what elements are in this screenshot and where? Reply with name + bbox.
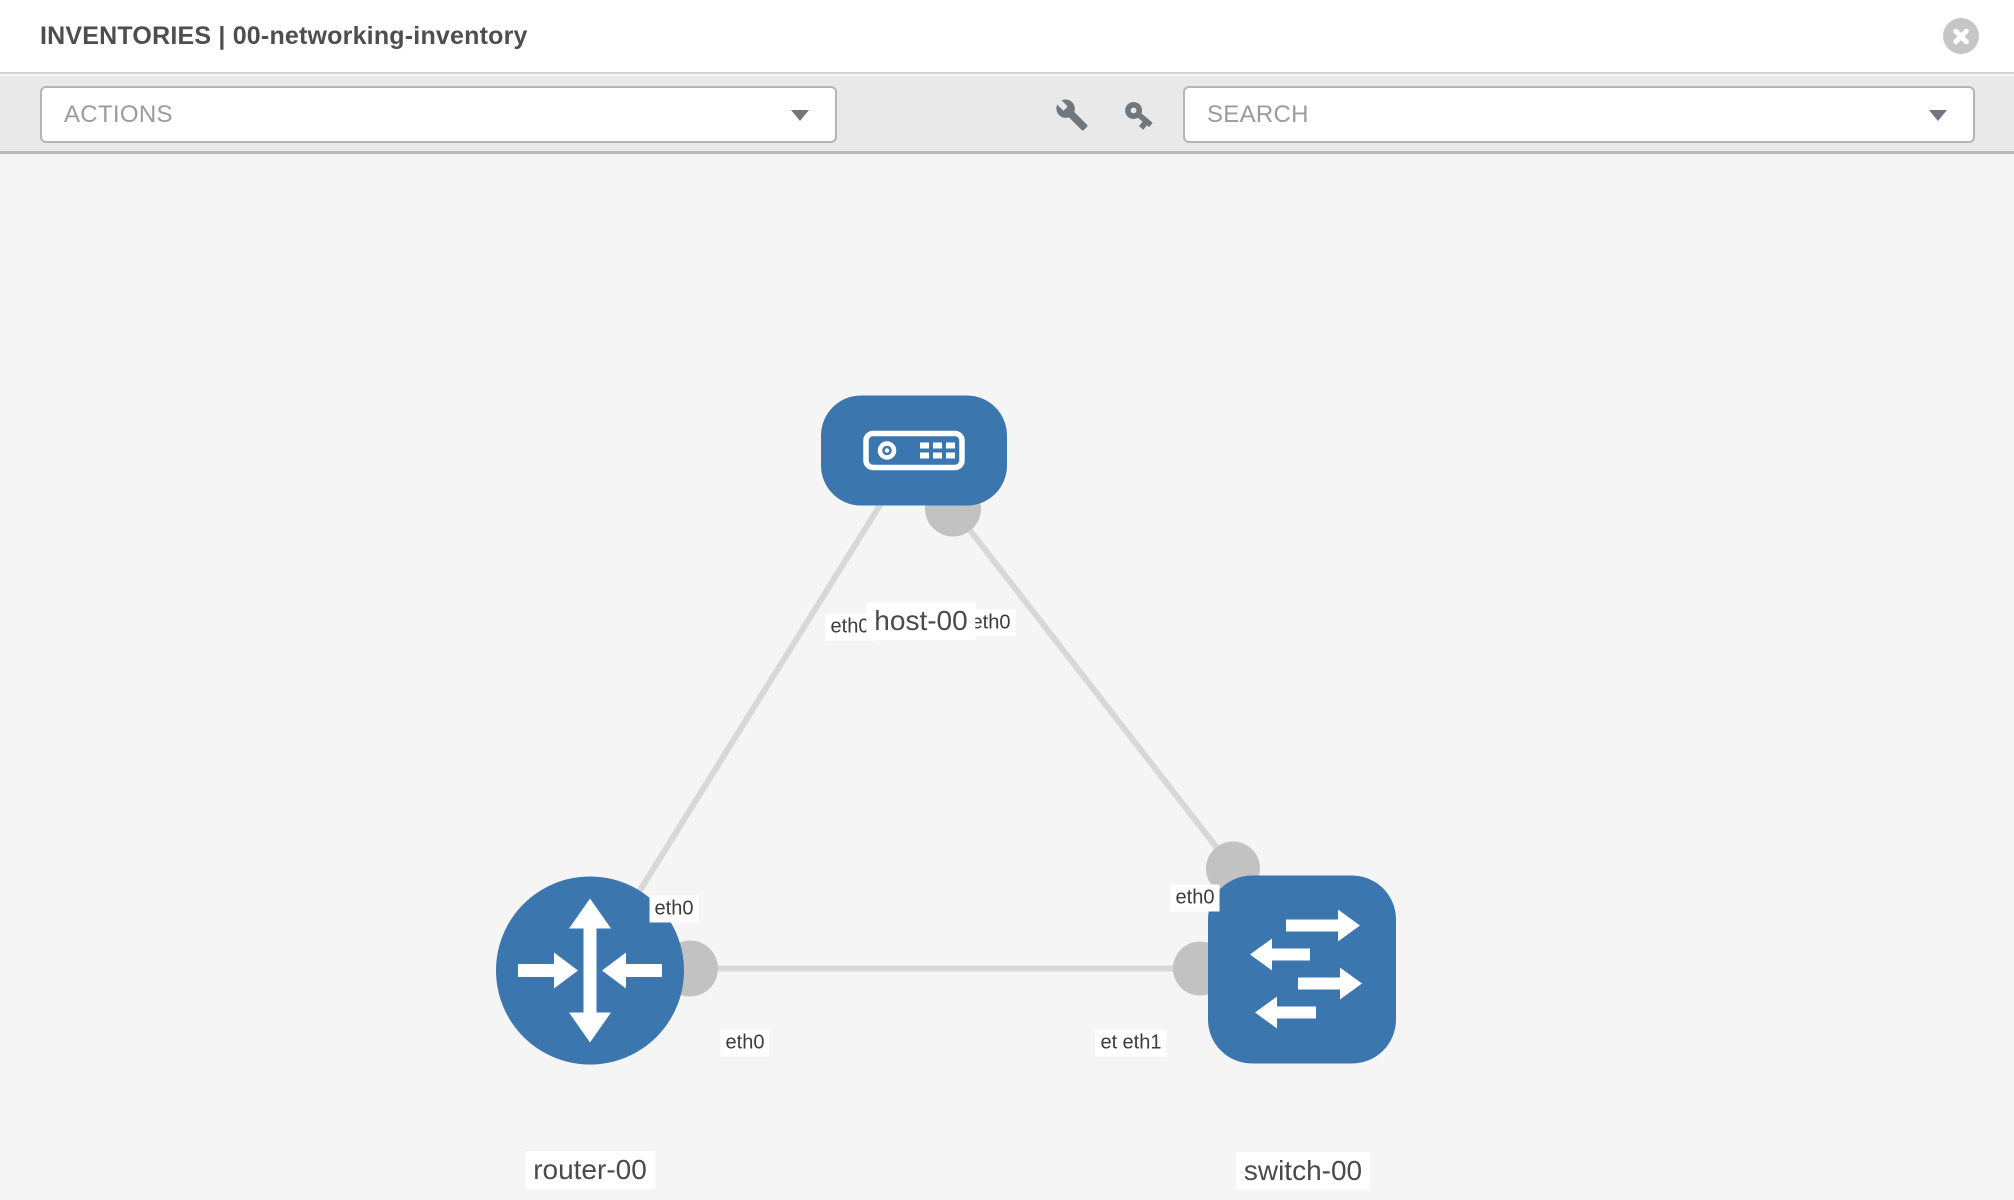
link-host-00_router-00[interactable] xyxy=(587,448,917,973)
node-switch-00[interactable] xyxy=(1208,875,1396,1064)
node-host-00[interactable] xyxy=(821,395,1007,506)
wrench-icon[interactable] xyxy=(1055,98,1089,132)
topology-svg xyxy=(496,395,1396,1065)
toolbar: ACTIONS SEARCH xyxy=(0,76,2014,154)
close-icon[interactable] xyxy=(1943,18,1979,54)
header: INVENTORIES | 00-networking-inventory xyxy=(0,0,2014,74)
actions-dropdown[interactable]: ACTIONS xyxy=(40,86,837,143)
key-icon[interactable] xyxy=(1122,98,1156,132)
node-router-00[interactable] xyxy=(496,876,684,1065)
link-host-00_switch-00[interactable] xyxy=(950,506,1236,871)
chevron-down-icon xyxy=(1929,110,1947,121)
search-dropdown[interactable]: SEARCH xyxy=(1183,86,1975,143)
search-dropdown-label: SEARCH xyxy=(1207,101,1309,128)
chevron-down-icon xyxy=(791,110,809,121)
actions-dropdown-label: ACTIONS xyxy=(64,101,173,128)
page-title: INVENTORIES | 00-networking-inventory xyxy=(40,22,528,50)
